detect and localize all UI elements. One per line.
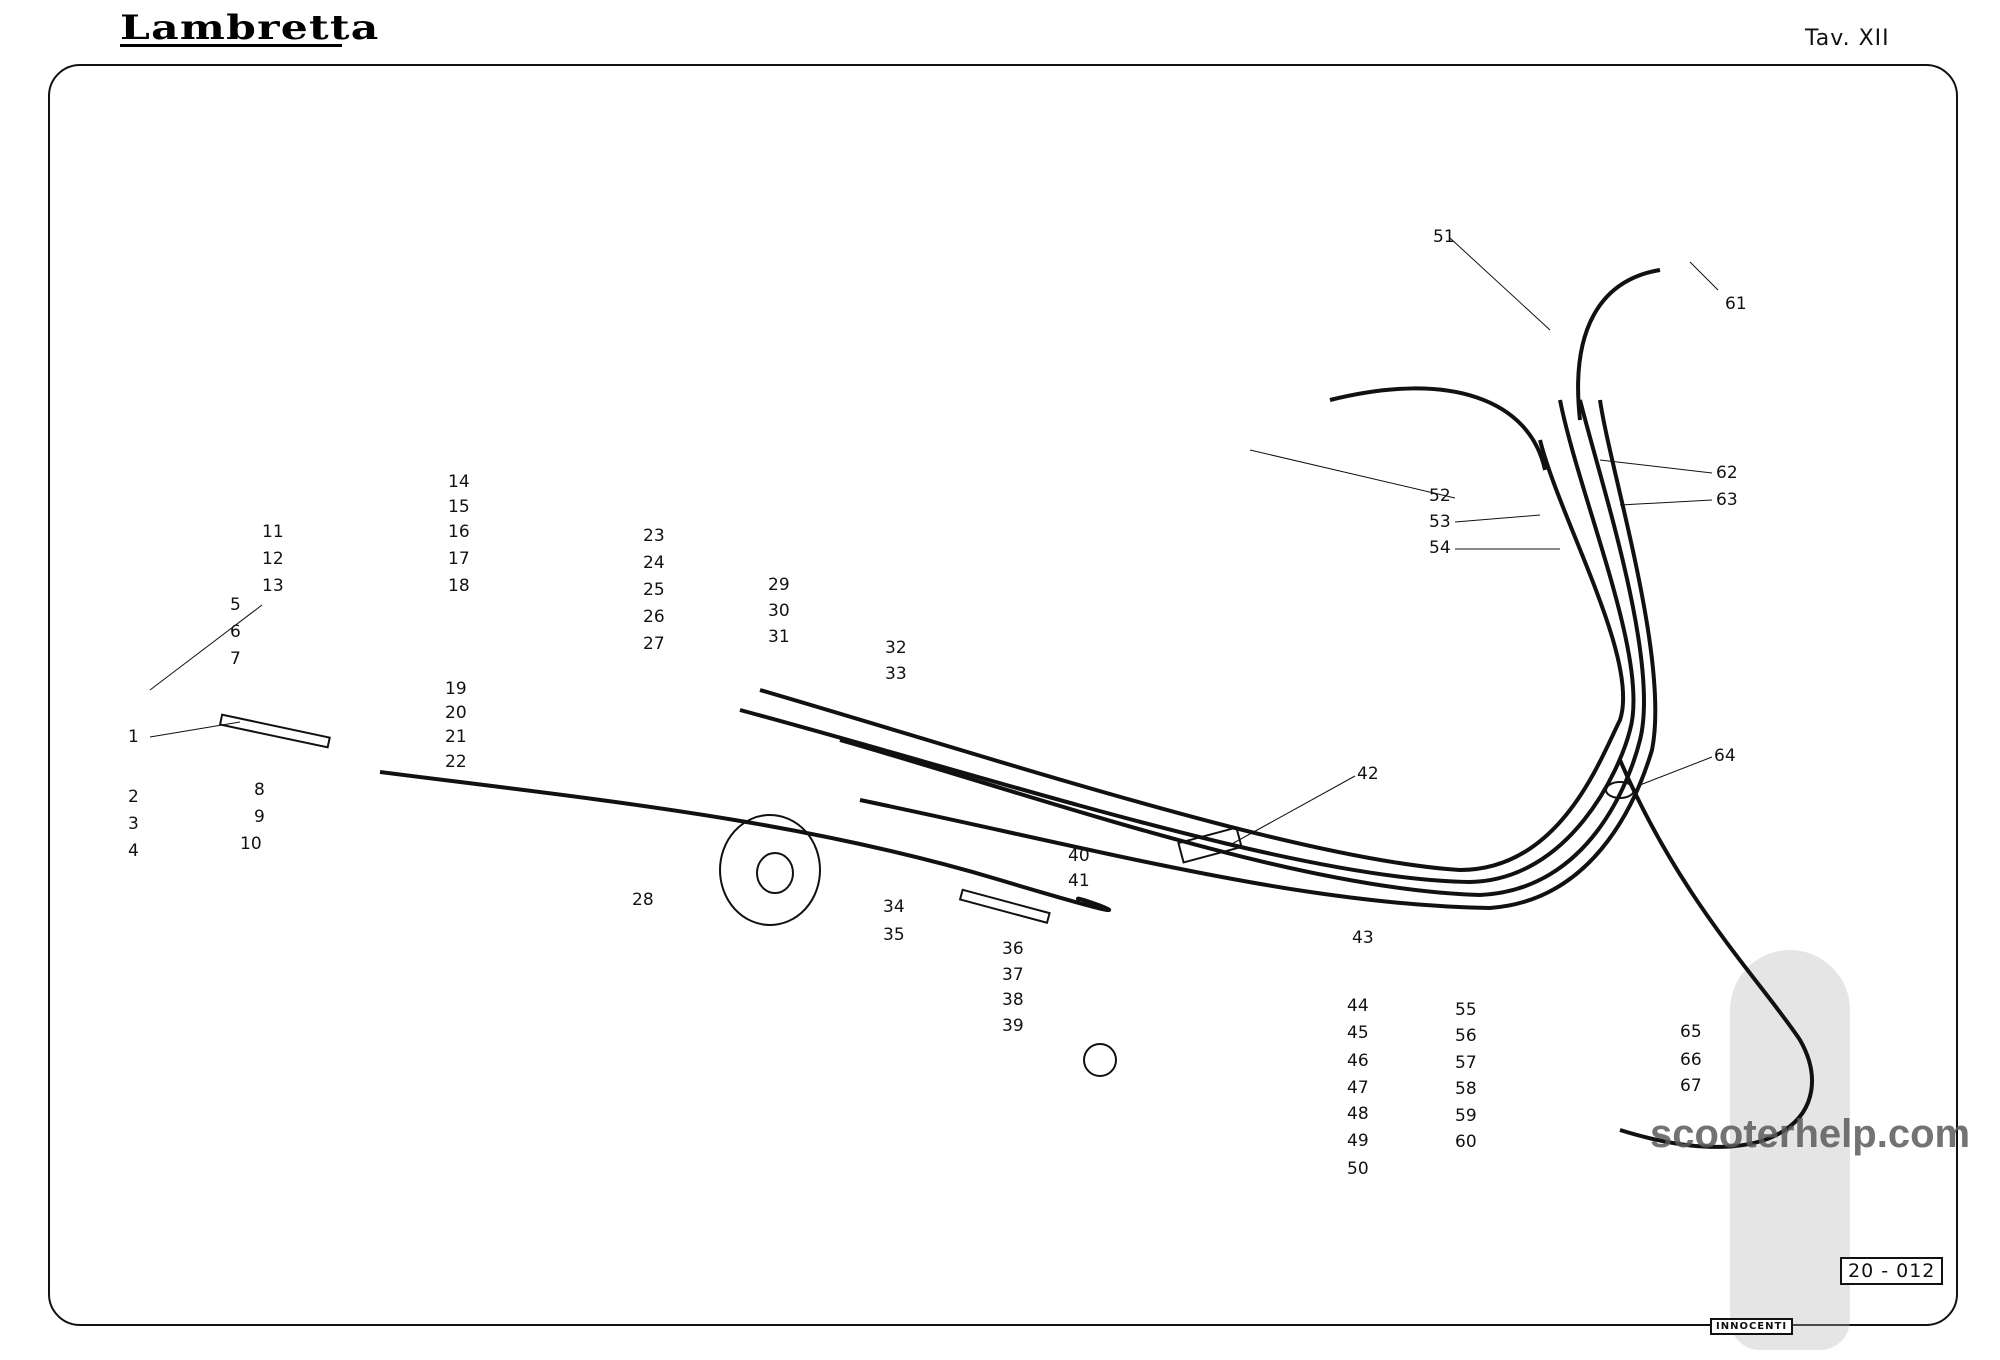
part-label-39: 39 <box>1002 1016 1024 1036</box>
part-label-23: 23 <box>643 526 665 546</box>
part-label-6: 6 <box>230 622 241 642</box>
part-label-54: 54 <box>1429 538 1451 558</box>
part-label-10: 10 <box>240 834 262 854</box>
cable-holder-64 <box>1605 781 1635 799</box>
part-label-61: 61 <box>1725 294 1747 314</box>
part-label-4: 4 <box>128 841 139 861</box>
part-label-26: 26 <box>643 607 665 627</box>
part-label-16: 16 <box>448 522 470 542</box>
part-label-31: 31 <box>768 627 790 647</box>
part-label-18: 18 <box>448 576 470 596</box>
part-label-35: 35 <box>883 925 905 945</box>
part-label-48: 48 <box>1347 1104 1369 1124</box>
part-label-12: 12 <box>262 549 284 569</box>
part-label-64: 64 <box>1714 746 1736 766</box>
brake-drum <box>719 814 821 926</box>
part-label-27: 27 <box>643 634 665 654</box>
part-label-56: 56 <box>1455 1026 1477 1046</box>
part-label-66: 66 <box>1680 1050 1702 1070</box>
part-label-55: 55 <box>1455 1000 1477 1020</box>
part-label-62: 62 <box>1716 463 1738 483</box>
part-label-32: 32 <box>885 638 907 658</box>
innocenti-logo: INNOCENTI <box>1710 1318 1794 1335</box>
part-label-40: 40 <box>1068 846 1090 866</box>
spring-35 <box>958 888 1051 924</box>
part-label-17: 17 <box>448 549 470 569</box>
part-label-53: 53 <box>1429 512 1451 532</box>
part-label-57: 57 <box>1455 1053 1477 1073</box>
part-label-7: 7 <box>230 649 241 669</box>
watermark-scooter-image <box>1730 950 1850 1350</box>
spring-48 <box>1083 1043 1117 1077</box>
part-label-9: 9 <box>254 807 265 827</box>
part-label-25: 25 <box>643 580 665 600</box>
part-label-67: 67 <box>1680 1076 1702 1096</box>
part-label-42: 42 <box>1357 764 1379 784</box>
part-label-22: 22 <box>445 752 467 772</box>
part-label-41: 41 <box>1068 871 1090 891</box>
part-label-65: 65 <box>1680 1022 1702 1042</box>
part-label-1: 1 <box>128 727 139 747</box>
part-label-43: 43 <box>1352 928 1374 948</box>
part-label-60: 60 <box>1455 1132 1477 1152</box>
part-label-19: 19 <box>445 679 467 699</box>
part-label-14: 14 <box>448 472 470 492</box>
part-label-33: 33 <box>885 664 907 684</box>
cable-53 <box>759 439 1626 873</box>
part-label-15: 15 <box>448 497 470 517</box>
drawing-code: 20 - 012 <box>1840 1257 1944 1285</box>
part-label-11: 11 <box>262 522 284 542</box>
part-label-5: 5 <box>230 595 241 615</box>
part-label-28: 28 <box>632 890 654 910</box>
cable-54 <box>739 399 1636 885</box>
part-label-20: 20 <box>445 703 467 723</box>
cable-64 <box>1618 759 1814 1149</box>
part-label-21: 21 <box>445 727 467 747</box>
brake-pedal <box>1177 826 1243 864</box>
part-label-63: 63 <box>1716 490 1738 510</box>
part-label-49: 49 <box>1347 1131 1369 1151</box>
cable-61 <box>1576 268 1661 421</box>
part-label-51: 51 <box>1433 227 1455 247</box>
plate-number: Tav. XII <box>1805 26 1890 51</box>
diagram-frame <box>48 64 1958 1326</box>
part-label-24: 24 <box>643 553 665 573</box>
part-label-38: 38 <box>1002 990 1024 1010</box>
lambretta-logo: Lambretta <box>120 8 380 48</box>
part-label-2: 2 <box>128 787 139 807</box>
watermark-text: scooterhelp.com <box>1650 1112 1971 1156</box>
part-label-13: 13 <box>262 576 284 596</box>
logo-underline <box>120 44 342 47</box>
part-label-3: 3 <box>128 814 139 834</box>
part-label-52: 52 <box>1429 486 1451 506</box>
part-label-44: 44 <box>1347 996 1369 1016</box>
part-label-59: 59 <box>1455 1106 1477 1126</box>
part-label-37: 37 <box>1002 965 1024 985</box>
part-label-36: 36 <box>1002 939 1024 959</box>
rod-1 <box>218 713 331 749</box>
part-label-29: 29 <box>768 575 790 595</box>
part-label-8: 8 <box>254 780 265 800</box>
cable-52 <box>1329 386 1547 471</box>
part-label-45: 45 <box>1347 1023 1369 1043</box>
part-label-58: 58 <box>1455 1079 1477 1099</box>
part-label-50: 50 <box>1347 1159 1369 1179</box>
part-label-34: 34 <box>883 897 905 917</box>
cable-63 <box>859 399 1658 911</box>
part-label-30: 30 <box>768 601 790 621</box>
cable-62 <box>839 399 1646 898</box>
part-label-46: 46 <box>1347 1051 1369 1071</box>
cable-10 <box>379 770 1112 913</box>
part-label-47: 47 <box>1347 1078 1369 1098</box>
